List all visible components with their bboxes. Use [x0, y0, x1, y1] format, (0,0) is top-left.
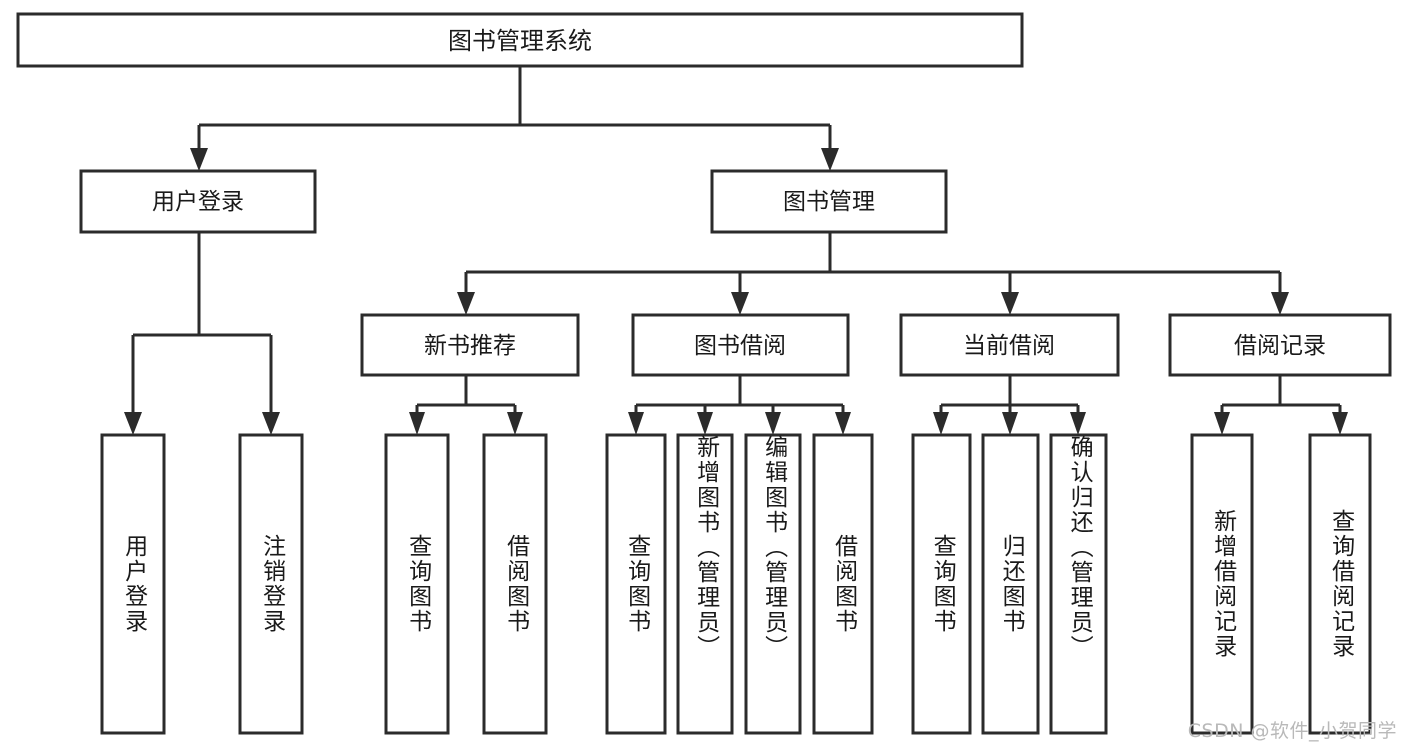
connector-group-root: [190, 66, 839, 171]
node-root-label: 图书管理系统: [448, 27, 592, 55]
node-borrow-record-label: 借阅记录: [1234, 333, 1326, 359]
node-book-management[interactable]: [710, 169, 948, 234]
node-leaf-return-book[interactable]: [981, 433, 1040, 735]
connector-group-current: [933, 375, 1086, 435]
connector-group-newbook: [409, 375, 523, 435]
arrow-head-icon: [1271, 292, 1289, 315]
arrow-head-icon: [457, 292, 475, 315]
arrow-head-icon: [765, 412, 781, 435]
arrow-head-icon: [1070, 412, 1086, 435]
arrow-head-icon: [1001, 292, 1019, 315]
arrow-head-icon: [835, 412, 851, 435]
arrow-head-icon: [628, 412, 644, 435]
node-leaf-confirm-return-admin[interactable]: [1049, 433, 1108, 735]
arrow-head-icon: [190, 148, 208, 171]
arrow-head-icon: [262, 412, 280, 435]
connector-group-userlogin: [124, 232, 280, 435]
node-book-borrow[interactable]: [631, 313, 850, 377]
node-user-login-label: 用户登录: [152, 189, 244, 215]
arrow-head-icon: [697, 412, 713, 435]
node-leaf-borrow-book-b[interactable]: [812, 433, 874, 735]
node-user-login[interactable]: [79, 169, 317, 234]
node-leaf-query-book-a[interactable]: [384, 433, 450, 735]
arrow-head-icon: [409, 412, 425, 435]
node-leaf-add-borrow-record[interactable]: [1190, 433, 1254, 735]
node-book-borrow-label: 图书借阅: [694, 333, 786, 359]
arrow-head-icon: [124, 412, 142, 435]
node-leaf-add-book-admin[interactable]: [676, 433, 734, 735]
node-leaf-user-login[interactable]: [100, 433, 166, 735]
node-leaf-query-borrow-record[interactable]: [1308, 433, 1372, 735]
arrow-head-icon: [507, 412, 523, 435]
arrow-head-icon: [821, 148, 839, 171]
node-borrow-record[interactable]: [1168, 313, 1392, 377]
node-new-book-recommend[interactable]: [360, 313, 580, 377]
node-leaf-borrow-book-a[interactable]: [482, 433, 548, 735]
node-new-book-recommend-label: 新书推荐: [424, 333, 516, 359]
node-leaf-query-book-b[interactable]: [605, 433, 667, 735]
arrow-head-icon: [731, 292, 749, 315]
connector-group-borrow: [628, 375, 851, 435]
arrow-head-icon: [933, 412, 949, 435]
node-current-borrow[interactable]: [899, 313, 1120, 377]
node-leaf-logout[interactable]: [238, 433, 304, 735]
node-root-book-management-system[interactable]: [16, 12, 1024, 68]
node-current-borrow-label: 当前借阅: [963, 333, 1055, 359]
connector-group-bookmgmt: [457, 232, 1289, 315]
arrow-head-icon: [1332, 412, 1348, 435]
node-leaf-edit-book-admin[interactable]: [744, 433, 802, 735]
node-leaf-query-book-c[interactable]: [911, 433, 972, 735]
connector-group-record: [1214, 375, 1348, 435]
arrow-head-icon: [1002, 412, 1018, 435]
arrow-head-icon: [1214, 412, 1230, 435]
node-book-management-label: 图书管理: [783, 189, 875, 215]
